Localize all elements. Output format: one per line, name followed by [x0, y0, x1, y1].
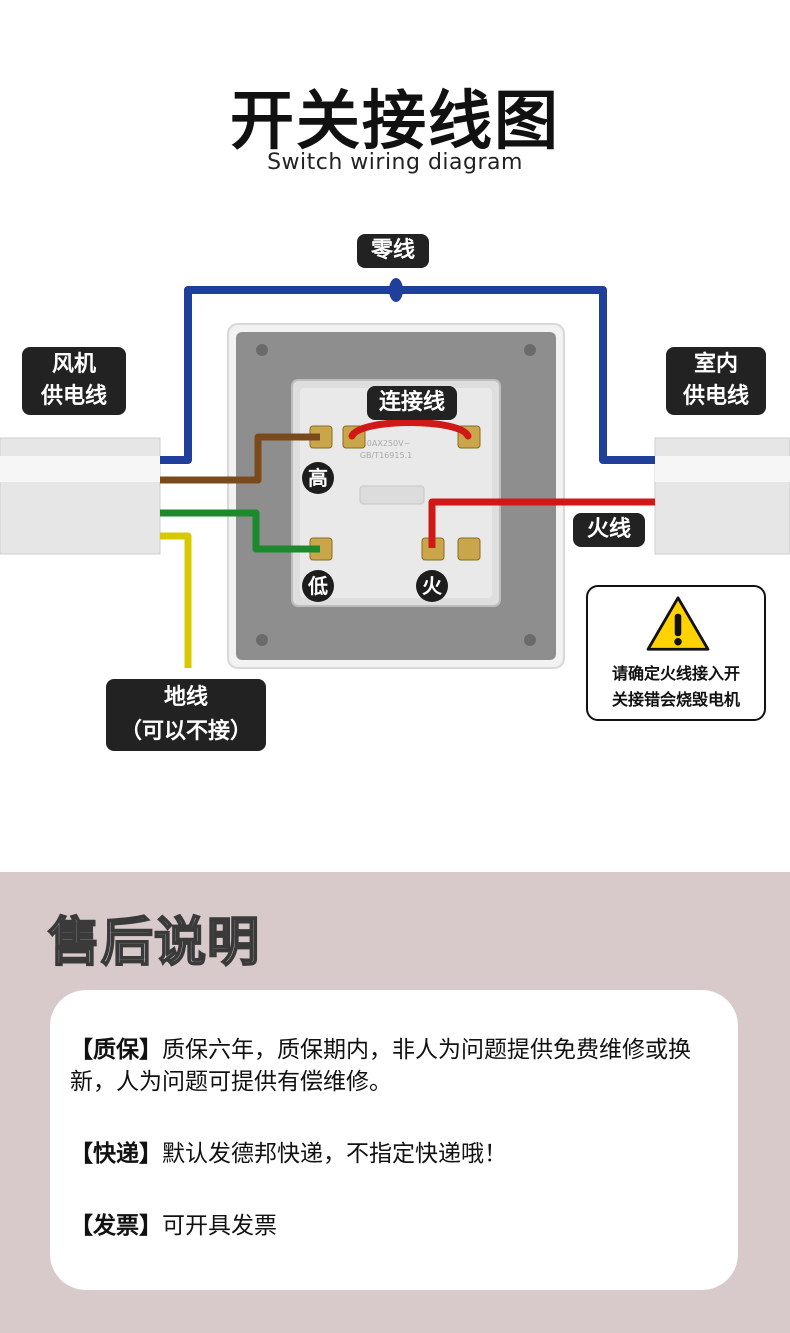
warranty-text: 质保六年，质保期内，非人为问题提供免费维修或换新，人为问题可提供有偿维修。	[70, 1037, 691, 1095]
warning-line2: 关接错会烧毁电机	[611, 690, 740, 709]
right-cable	[654, 437, 790, 555]
fan-supply-line2: 供电线	[40, 384, 107, 409]
terminal-low-badge: 低	[302, 570, 334, 602]
svg-text:GB/T16915.1: GB/T16915.1	[360, 451, 412, 460]
bridge-wire	[348, 419, 472, 440]
invoice-item: 【发票】可开具发票	[70, 1210, 730, 1242]
warning-box: 请确定火线接入开 关接错会烧毁电机	[586, 585, 766, 721]
after-sales-section: 售后说明 【质保】质保六年，质保期内，非人为问题提供免费维修或换新，人为问题可提…	[0, 872, 790, 1333]
terminal-live-badge: 火	[416, 570, 448, 602]
svg-text:10AX250V~: 10AX250V~	[362, 439, 411, 448]
page-title: 开关接线图	[230, 85, 560, 159]
live-wire	[428, 498, 655, 548]
ground-label: 地线 （可以不接）	[106, 679, 266, 751]
brown-wire	[160, 433, 320, 484]
warning-icon	[646, 596, 710, 651]
shipping-head: 【快递】	[70, 1141, 162, 1167]
invoice-text: 可开具发票	[162, 1213, 277, 1239]
left-cable	[0, 437, 161, 555]
indoor-supply-line1: 室内	[693, 352, 738, 377]
after-sales-title: 售后说明	[47, 912, 261, 974]
warning-line1: 请确定火线接入开	[611, 664, 740, 683]
fan-supply-line1: 风机	[51, 352, 96, 377]
warning-text: 请确定火线接入开 关接错会烧毁电机	[592, 661, 760, 713]
invoice-head: 【发票】	[70, 1213, 162, 1239]
neutral-label: 零线	[357, 234, 429, 268]
live-label: 火线	[573, 513, 645, 547]
fan-supply-label: 风机 供电线	[22, 347, 126, 415]
wiring-section: 开关接线图 Switch wiring diagram 10AX250V~ GB…	[0, 85, 790, 751]
warranty-head: 【质保】	[70, 1037, 162, 1063]
bridge-label: 连接线	[367, 386, 457, 420]
green-wire	[160, 509, 320, 553]
ground-wire	[160, 532, 192, 668]
after-sales-card: 【质保】质保六年，质保期内，非人为问题提供免费维修或换新，人为问题可提供有偿维修…	[50, 990, 738, 1290]
neutral-junction	[389, 278, 403, 302]
terminal-high-badge: 高	[302, 462, 334, 494]
indoor-supply-label: 室内 供电线	[666, 347, 766, 415]
indoor-supply-line2: 供电线	[682, 384, 749, 409]
shipping-item: 【快递】默认发德邦快递，不指定快递哦！	[70, 1138, 730, 1170]
warranty-item: 【质保】质保六年，质保期内，非人为问题提供免费维修或换新，人为问题可提供有偿维修…	[70, 1034, 730, 1098]
page-subtitle: Switch wiring diagram	[267, 150, 523, 175]
ground-line2: （可以不接）	[119, 719, 252, 744]
ground-line1: 地线	[163, 685, 208, 710]
shipping-text: 默认发德邦快递，不指定快递哦！	[162, 1141, 507, 1167]
